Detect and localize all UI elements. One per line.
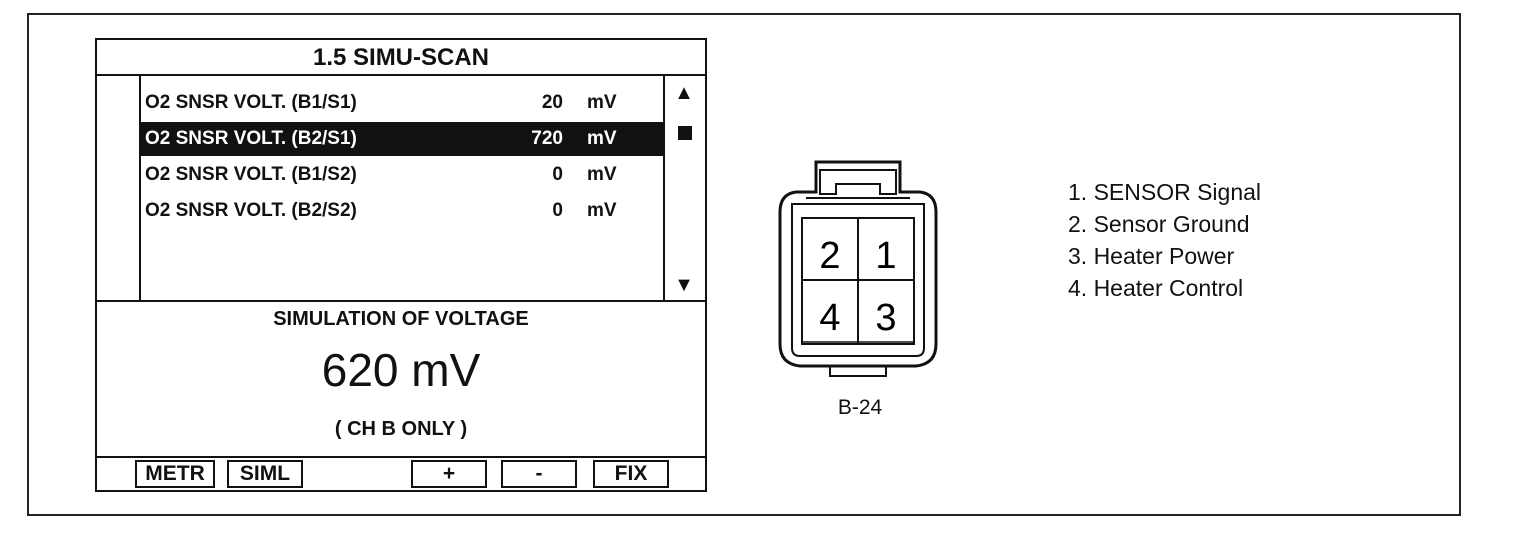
sensor-label: O2 SNSR VOLT. (B1/S1) (145, 92, 357, 113)
sensor-unit: mV (587, 200, 617, 221)
screen-title: 1.5 SIMU-SCAN (97, 40, 705, 76)
sensor-label: O2 SNSR VOLT. (B2/S2) (145, 200, 357, 221)
scroll-down-icon[interactable]: ▼ (674, 274, 694, 296)
pin-number: 3 (875, 297, 896, 339)
list-item[interactable]: O2 SNSR VOLT. (B1/S1) 20 mV (141, 86, 663, 120)
sensor-unit: mV (587, 164, 617, 185)
metr-button[interactable]: METR (135, 460, 215, 488)
list-gutter-divider (139, 76, 141, 300)
list-item[interactable]: O2 SNSR VOLT. (B1/S2) 0 mV (141, 158, 663, 192)
connector-diagram: 2 1 4 3 (778, 160, 938, 377)
scroll-up-icon[interactable]: ▲ (674, 82, 694, 104)
sensor-value: 0 (552, 164, 563, 185)
function-key-bar: METR SIML + - FIX (97, 456, 705, 490)
sensor-value: 720 (531, 128, 563, 149)
connector-shell (778, 160, 938, 368)
connector-latch (819, 169, 897, 195)
sensor-unit: mV (587, 128, 617, 149)
pin-legend-item: 4. Heater Control (1068, 275, 1244, 301)
pin-legend-item: 3. Heater Power (1068, 243, 1235, 269)
sensor-value: 20 (541, 92, 563, 113)
sensor-label: O2 SNSR VOLT. (B1/S2) (145, 164, 357, 185)
minus-button[interactable]: - (501, 460, 577, 488)
connector-tab (829, 365, 887, 377)
sensor-value: 0 (552, 200, 563, 221)
pin-number: 2 (819, 235, 840, 277)
list-item-selected[interactable]: O2 SNSR VOLT. (B2/S1) 720 mV (141, 122, 663, 156)
pin-number: 4 (819, 297, 840, 339)
fix-button[interactable]: FIX (593, 460, 669, 488)
scroll-thumb[interactable] (678, 126, 692, 140)
sensor-label: O2 SNSR VOLT. (B2/S1) (145, 128, 357, 149)
sensor-list: O2 SNSR VOLT. (B1/S1) 20 mV O2 SNSR VOLT… (97, 76, 705, 302)
simulation-label: SIMULATION OF VOLTAGE (273, 308, 529, 330)
connector-label: B-24 (837, 396, 883, 419)
siml-button[interactable]: SIML (227, 460, 303, 488)
pin-legend-item: 2. Sensor Ground (1068, 211, 1250, 237)
list-item[interactable]: O2 SNSR VOLT. (B2/S2) 0 mV (141, 194, 663, 228)
scan-tool-screen: 1.5 SIMU-SCAN O2 SNSR VOLT. (B1/S1) 20 m… (95, 38, 707, 492)
scrollbar-divider (663, 76, 665, 300)
channel-note: ( CH B ONLY ) (334, 418, 468, 440)
connector-inner-shell (791, 203, 925, 357)
plus-button[interactable]: + (411, 460, 487, 488)
simulation-value: 620 mV (321, 344, 481, 396)
figure-frame (27, 13, 1461, 516)
pin-legend: 1. SENSOR Signal 2. Sensor Ground 3. Hea… (1068, 176, 1261, 304)
pin-number: 1 (875, 235, 896, 277)
sensor-unit: mV (587, 92, 617, 113)
pin-legend-item: 1. SENSOR Signal (1068, 179, 1262, 205)
